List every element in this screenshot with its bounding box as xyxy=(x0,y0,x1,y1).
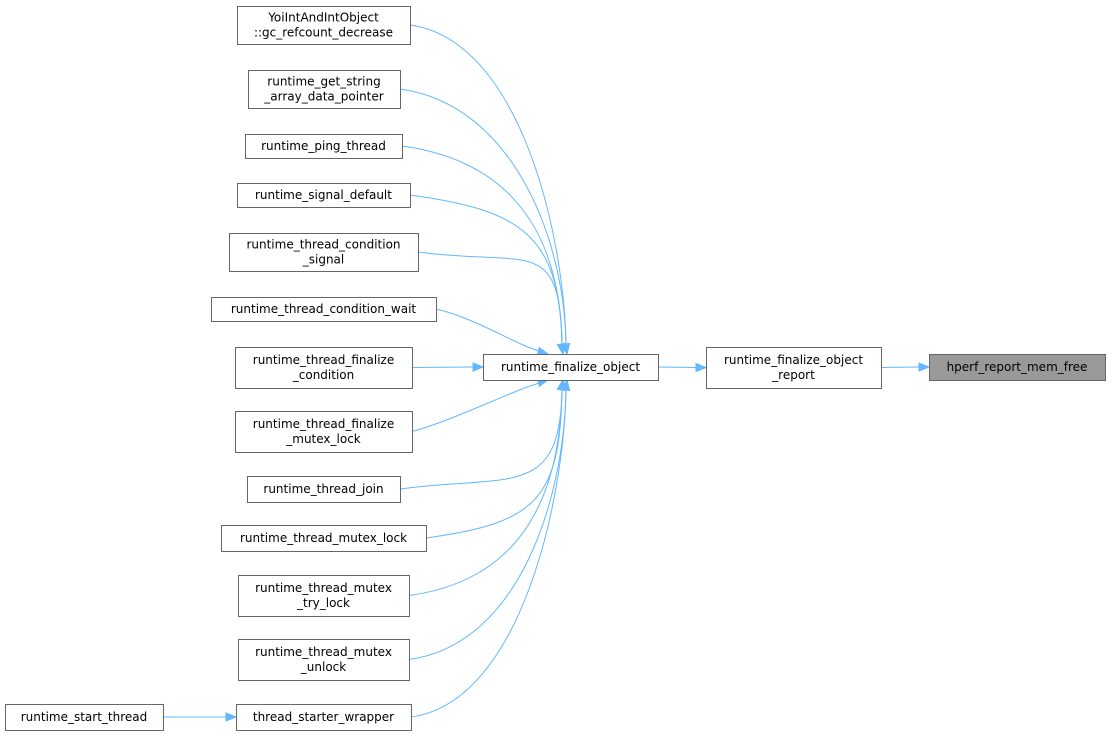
edge-sigdef-to-finobj xyxy=(409,194,567,356)
nodes-layer: YoiIntAndIntObject::gc_refcount_decrease… xyxy=(5,6,1106,731)
arrowhead-icon xyxy=(225,712,238,722)
node-box xyxy=(247,476,401,503)
node-trylock[interactable]: runtime_thread_mutex_try_lock xyxy=(238,575,410,617)
node-box xyxy=(238,575,410,617)
edge-start-to-starter xyxy=(163,712,238,722)
node-mutexlock[interactable]: runtime_thread_mutex_lock xyxy=(221,525,427,552)
node-sigdef[interactable]: runtime_signal_default xyxy=(237,183,411,208)
edge-line xyxy=(435,308,541,352)
edge-unlock-to-finobj xyxy=(408,378,571,660)
node-box xyxy=(248,70,401,109)
edge-line xyxy=(408,389,567,660)
edge-line xyxy=(425,389,563,539)
edge-starter-to-finobj xyxy=(410,378,571,718)
node-box xyxy=(229,233,419,272)
node-fincond[interactable]: runtime_thread_finalize_condition xyxy=(235,347,413,389)
node-label: _try_lock xyxy=(296,596,350,610)
node-box xyxy=(238,639,410,681)
edge-line xyxy=(399,88,567,345)
arrowhead-icon xyxy=(560,378,571,392)
edge-fincond-to-finobj xyxy=(411,362,485,372)
node-label: _condition xyxy=(292,368,354,382)
node-label: hperf_report_mem_free xyxy=(947,360,1088,374)
edge-line xyxy=(410,389,567,718)
node-box xyxy=(237,183,411,208)
node-box xyxy=(236,704,412,731)
node-label: runtime_thread_join xyxy=(263,482,383,496)
arrowhead-icon xyxy=(472,362,485,372)
node-label: runtime_thread_condition xyxy=(246,238,400,252)
arrowhead-icon xyxy=(556,342,567,356)
node-label: runtime_start_thread xyxy=(21,710,148,724)
node-label: _report xyxy=(771,368,815,382)
node-box xyxy=(237,6,411,45)
node-label: runtime_thread_finalize xyxy=(253,417,394,431)
node-finobj[interactable]: runtime_finalize_object xyxy=(483,354,659,381)
node-label: runtime_thread_mutex xyxy=(255,581,392,595)
edge-line xyxy=(409,24,567,345)
node-unlock[interactable]: runtime_thread_mutex_unlock xyxy=(238,639,410,681)
node-label: _mutex_lock xyxy=(285,432,361,446)
node-label: runtime_thread_mutex xyxy=(255,645,392,659)
edge-join-to-finobj xyxy=(399,378,567,490)
node-label: runtime_thread_finalize xyxy=(253,353,394,367)
edge-line xyxy=(411,366,474,368)
edges-layer xyxy=(163,24,931,722)
edge-mutexlock-to-finobj xyxy=(425,378,567,539)
node-label: ::gc_refcount_decrease xyxy=(254,26,393,40)
node-box xyxy=(5,704,164,731)
node-label: runtime_finalize_object xyxy=(501,360,640,374)
node-box xyxy=(706,347,882,389)
node-ping[interactable]: runtime_ping_thread xyxy=(245,134,403,159)
node-label: thread_starter_wrapper xyxy=(253,710,394,724)
edge-line xyxy=(657,366,697,368)
edge-finmutex-to-finobj xyxy=(411,378,550,432)
node-box xyxy=(245,134,403,159)
node-condwait[interactable]: runtime_thread_condition_wait xyxy=(211,297,437,322)
node-label: YoiIntAndIntObject xyxy=(267,11,379,25)
node-yoi[interactable]: YoiIntAndIntObject::gc_refcount_decrease xyxy=(237,6,411,45)
node-label: runtime_ping_thread xyxy=(261,139,386,153)
edge-trylock-to-finobj xyxy=(408,378,567,596)
node-start[interactable]: runtime_start_thread xyxy=(5,704,164,731)
edge-condwait-to-finobj xyxy=(435,308,550,356)
node-box xyxy=(235,347,413,389)
edge-condsig-to-finobj xyxy=(417,251,567,356)
edge-finreport-to-hperf xyxy=(880,362,931,372)
node-getstr[interactable]: runtime_get_string_array_data_pointer xyxy=(248,70,401,109)
node-finmutex[interactable]: runtime_thread_finalize_mutex_lock xyxy=(235,411,413,453)
edge-line xyxy=(417,251,563,345)
node-label: runtime_thread_condition_wait xyxy=(231,302,417,316)
arrowhead-icon xyxy=(695,362,708,373)
node-finreport[interactable]: runtime_finalize_object_report xyxy=(706,347,882,389)
arrowhead-icon xyxy=(918,362,931,372)
node-hperf[interactable]: hperf_report_mem_free xyxy=(929,354,1106,381)
node-label: runtime_get_string xyxy=(267,75,380,89)
edge-line xyxy=(880,366,920,368)
edge-line xyxy=(399,389,563,490)
node-join[interactable]: runtime_thread_join xyxy=(247,476,401,503)
edge-line xyxy=(411,382,541,432)
node-box xyxy=(483,354,659,381)
node-label: _signal xyxy=(302,253,345,267)
node-label: runtime_signal_default xyxy=(255,188,392,202)
node-box xyxy=(929,354,1106,381)
node-box xyxy=(211,297,437,322)
node-box xyxy=(221,525,427,552)
node-label: _unlock xyxy=(300,660,346,674)
edge-line xyxy=(408,389,563,596)
node-condsig[interactable]: runtime_thread_condition_signal xyxy=(229,233,419,272)
node-label: runtime_thread_mutex_lock xyxy=(240,531,407,545)
node-label: runtime_finalize_object xyxy=(724,353,863,367)
node-starter[interactable]: thread_starter_wrapper xyxy=(236,704,412,731)
node-box xyxy=(235,411,413,453)
edge-finobj-to-finreport xyxy=(657,362,708,373)
node-label: _array_data_pointer xyxy=(263,90,383,104)
